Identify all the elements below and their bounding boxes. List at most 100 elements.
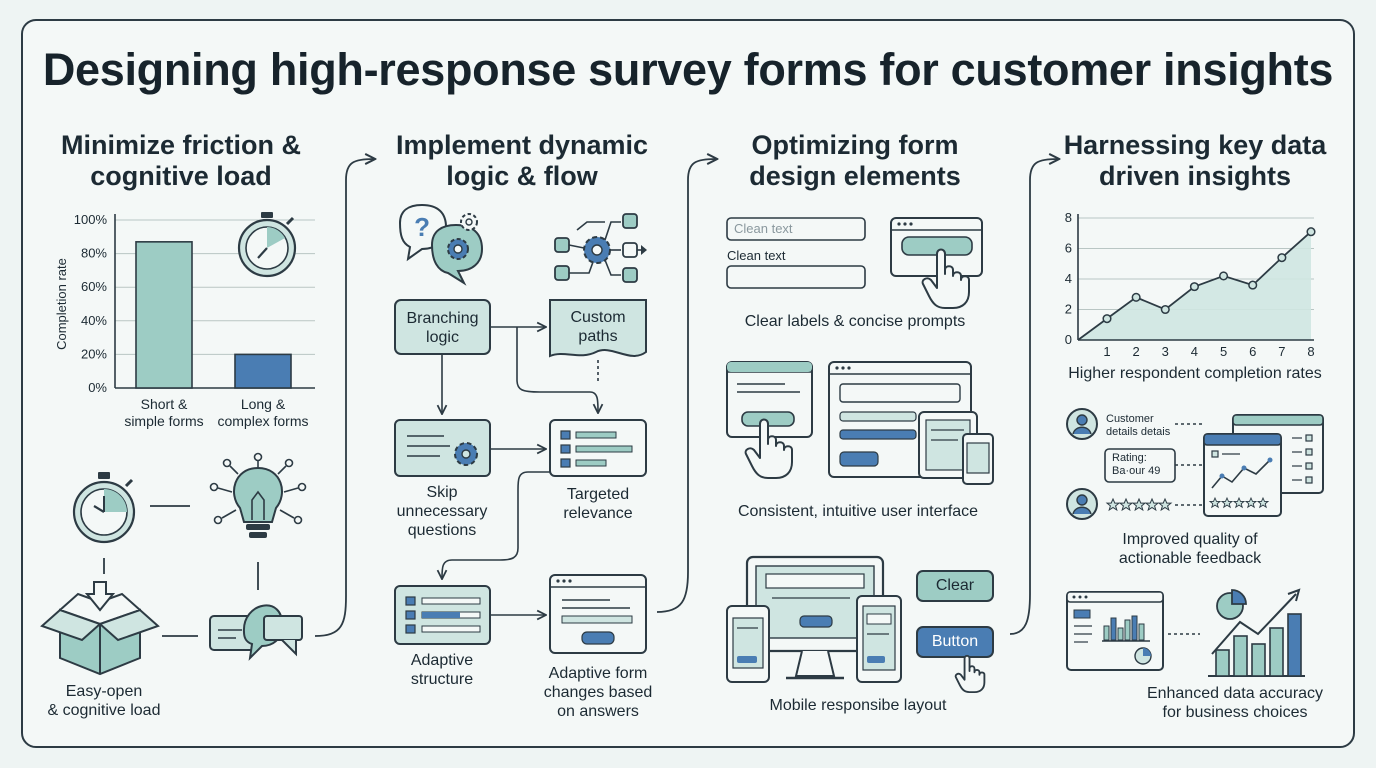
category-label: complex forms xyxy=(217,413,308,429)
label-line: Customer xyxy=(1106,413,1154,425)
heading-line: Harnessing key data xyxy=(1063,130,1327,160)
hand-pointer-icon xyxy=(954,654,986,694)
data-point xyxy=(1189,282,1199,292)
caption-consistent-ui: Consistent, intuitive user interface xyxy=(737,503,979,520)
dashboard-windows-icon xyxy=(1203,414,1324,517)
x-tick-label: 3 xyxy=(1162,344,1169,359)
bar xyxy=(135,241,193,389)
adaptive-form-label: Adaptive form changes based on answers xyxy=(528,664,668,721)
y-axis-label: Completion rate xyxy=(54,258,69,350)
user-avatar-icon xyxy=(1066,408,1098,440)
caption-data-accuracy: Enhanced data accuracy for business choi… xyxy=(1110,684,1360,722)
column-heading-insights: Harnessing key data driven insights xyxy=(1050,130,1340,192)
data-point xyxy=(1219,271,1229,281)
customer-details-text: Customer details detais xyxy=(1106,413,1170,439)
adaptive-structure-label: Adaptive structure xyxy=(382,651,502,689)
bar xyxy=(234,353,292,389)
label-line: Adaptive xyxy=(410,652,474,669)
label-line: actionable feedback xyxy=(1118,550,1262,567)
heading-line: Minimize friction & xyxy=(60,130,301,160)
targeted-relevance-label: Targeted relevance xyxy=(538,485,658,523)
ui-window-large xyxy=(828,361,994,485)
label-line: Enhanced data accuracy xyxy=(1146,685,1324,702)
blue-button[interactable]: Button xyxy=(931,633,979,650)
x-tick-label: 4 xyxy=(1191,344,1198,359)
y-tick-label: 80% xyxy=(81,246,107,261)
svg-text:?: ? xyxy=(414,212,430,242)
hand-pointer-icon xyxy=(921,248,970,309)
x-tick-label: 8 xyxy=(1307,344,1314,359)
data-point xyxy=(1160,304,1170,315)
analytics-report-icon xyxy=(1066,591,1164,671)
caption-completion-rates: Higher respondent completion rates xyxy=(1068,365,1322,382)
category-label: Long & xyxy=(241,396,286,412)
label-line: Ba·our 49 xyxy=(1112,465,1161,477)
question-gear-icon: ? xyxy=(398,203,484,286)
user-avatar-icon xyxy=(1066,488,1098,520)
custom-paths-label: Custom paths xyxy=(550,308,646,346)
caption-clear-labels: Clear labels & concise prompts xyxy=(744,313,966,330)
label-line: for business choices xyxy=(1162,704,1308,721)
clean-text-input-empty xyxy=(726,265,866,289)
y-tick-label: 4 xyxy=(1065,271,1072,286)
connector-arrow-3 xyxy=(1009,159,1058,635)
label-line: logic xyxy=(426,329,459,346)
label-line: Custom xyxy=(570,309,626,326)
heading-line: logic & flow xyxy=(446,161,598,191)
growth-chart-icon xyxy=(1208,588,1305,677)
data-point xyxy=(1131,292,1141,302)
stopwatch-icon xyxy=(72,472,136,544)
x-tick-label: 6 xyxy=(1249,344,1256,359)
lightbulb-icon xyxy=(209,452,307,538)
heading-line: Optimizing form xyxy=(751,130,959,160)
blue-button-shape xyxy=(916,626,994,658)
x-tick-label: 5 xyxy=(1220,344,1227,359)
ui-window-small xyxy=(726,361,813,438)
targeted-relevance-list xyxy=(549,419,647,477)
area-fill xyxy=(1078,231,1311,340)
label-line: & cognitive load xyxy=(47,702,161,719)
heading-line: cognitive load xyxy=(90,161,272,191)
flow-network-icon xyxy=(554,213,647,283)
y-tick-label: 40% xyxy=(81,313,107,328)
y-tick-label: 60% xyxy=(81,279,107,294)
data-point xyxy=(1248,280,1258,290)
easy-open-label: Easy-open & cognitive load xyxy=(24,682,184,720)
y-tick-label: 100% xyxy=(74,212,108,227)
page-title: Designing high-response survey forms for… xyxy=(42,44,1334,95)
data-point xyxy=(1277,253,1287,263)
responsive-devices-icon xyxy=(726,555,902,683)
y-tick-label: 0% xyxy=(88,380,107,395)
person-chat-icon xyxy=(209,604,303,661)
browser-button-window xyxy=(890,217,983,277)
connector-arrow-2 xyxy=(656,159,716,613)
label-line: Easy-open xyxy=(65,683,143,700)
label-line: on answers xyxy=(557,703,639,720)
clear-button-shape xyxy=(916,570,994,602)
heading-line: Implement dynamic xyxy=(395,130,649,160)
data-point xyxy=(1102,314,1112,324)
connector-arrow-1 xyxy=(314,159,374,637)
heading-line: design elements xyxy=(749,161,961,191)
label-line: changes based xyxy=(543,684,653,701)
skip-questions-form xyxy=(394,419,491,477)
label-line: structure xyxy=(410,671,474,688)
clear-button[interactable]: Clear xyxy=(935,577,975,594)
input-label: Clean text xyxy=(727,248,786,263)
label-line: Improved quality of xyxy=(1122,531,1258,548)
label-line: Adaptive form xyxy=(548,665,648,682)
node-branching-box xyxy=(394,299,491,355)
label-line: Branching xyxy=(406,310,479,327)
label-line: Rating: xyxy=(1112,452,1147,464)
open-box-icon xyxy=(40,581,160,676)
heading-line: driven insights xyxy=(1098,161,1292,191)
label-line: relevance xyxy=(563,505,633,522)
x-tick-label: 2 xyxy=(1133,344,1140,359)
label-line: Skip xyxy=(426,484,458,501)
column-heading-friction: Minimize friction & cognitive load xyxy=(36,130,326,192)
hand-pointer-icon xyxy=(744,418,793,479)
